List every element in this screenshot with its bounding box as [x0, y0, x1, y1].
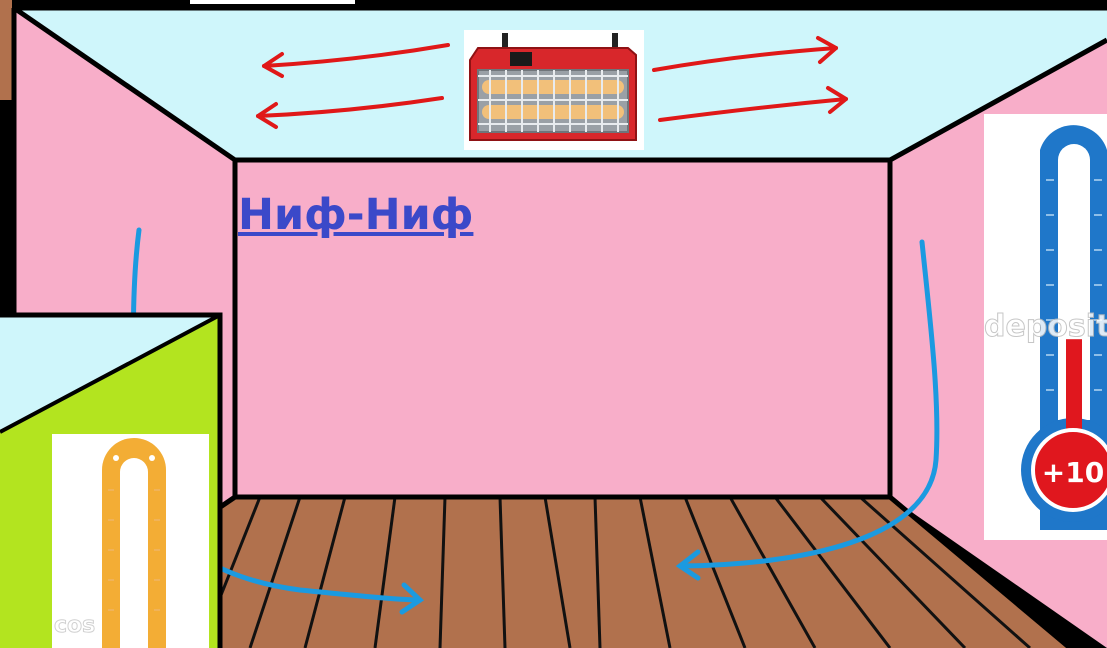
title-link[interactable]: Ниф-Ниф: [238, 190, 473, 240]
left-thermometer-icon: cos: [52, 434, 209, 648]
heater-icon: [464, 30, 644, 150]
corner-fragment: [0, 0, 12, 100]
right-thermometer-reading: +10: [1042, 456, 1104, 489]
left-thermometer-watermark: cos: [54, 613, 95, 638]
right-thermometer-icon: +10 deposit: [984, 114, 1107, 540]
right-thermometer-watermark: deposit: [984, 309, 1107, 344]
right-thermometer-level: [1066, 339, 1082, 440]
